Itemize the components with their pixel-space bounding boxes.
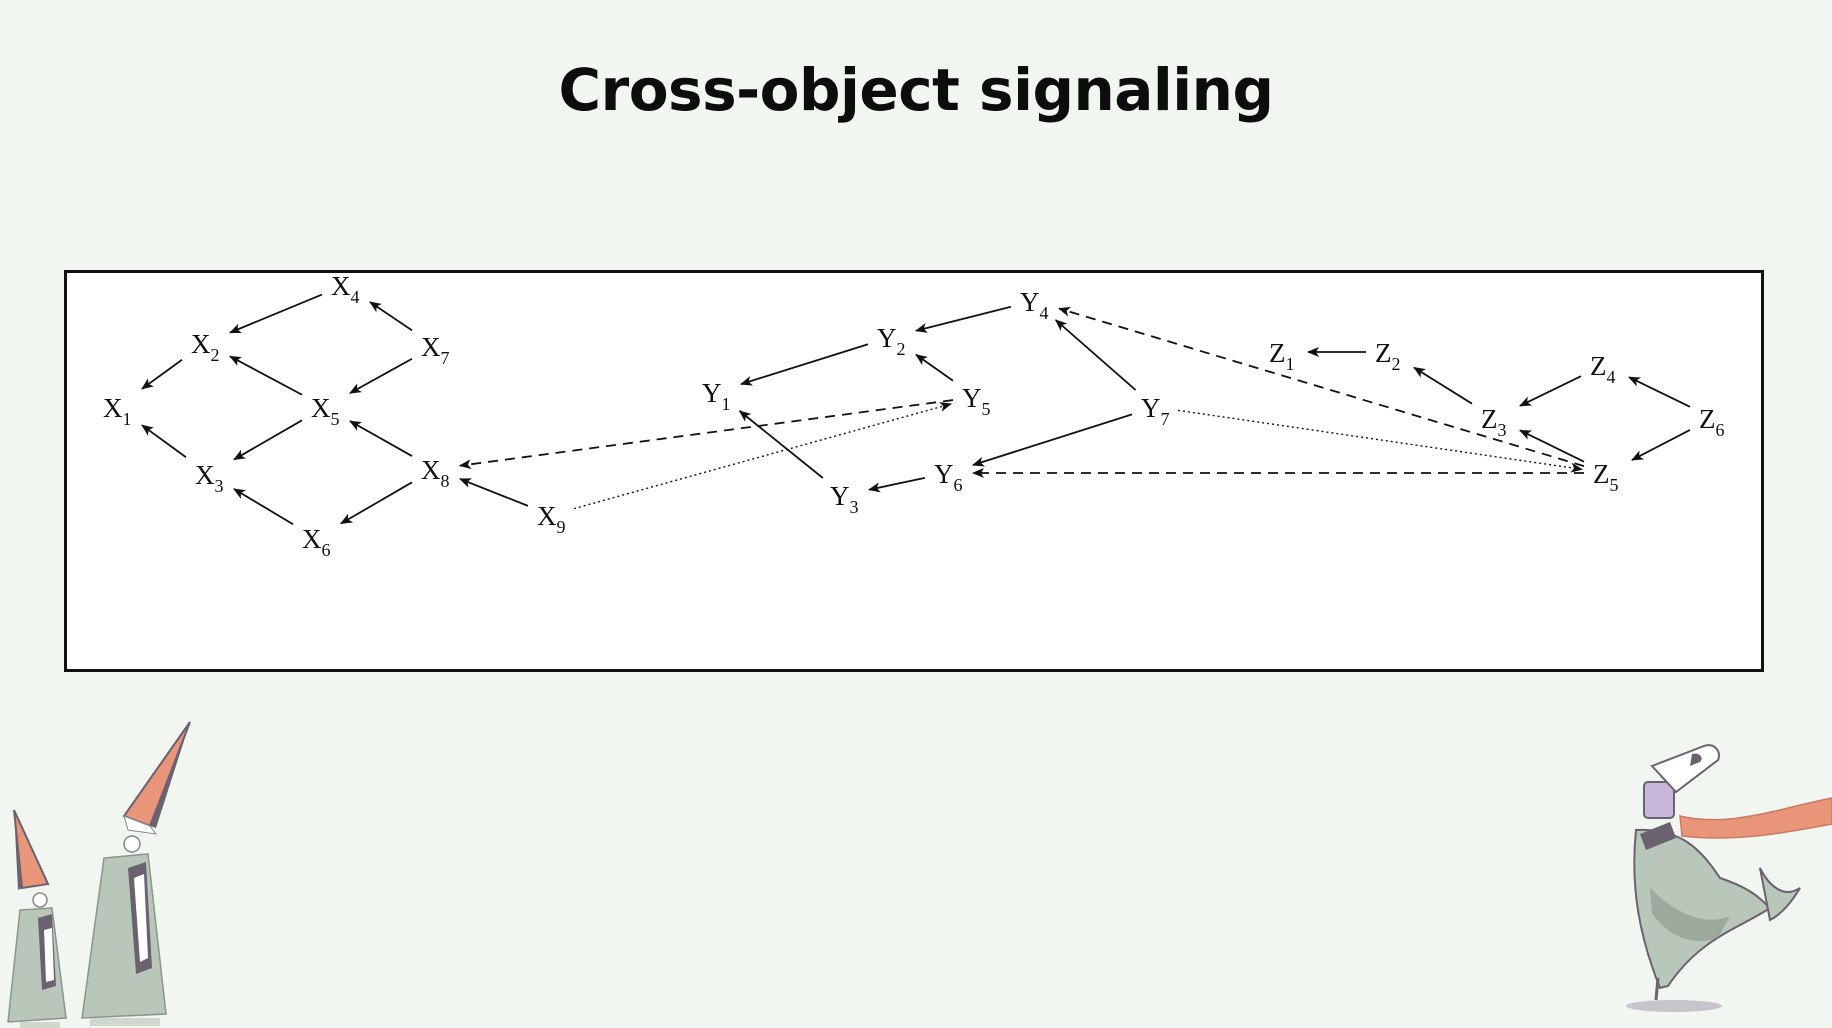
edge-y4-y2 <box>915 305 1012 333</box>
node-z1: Z1 <box>1269 338 1295 374</box>
edge-x2-x1 <box>141 358 183 390</box>
dancing-figure-illustration <box>1626 744 1832 1012</box>
node-z4: Z4 <box>1590 351 1616 387</box>
node-x2: X2 <box>191 329 220 365</box>
node-x8: X8 <box>421 455 450 491</box>
edge-x5-x3 <box>233 419 303 461</box>
edge-x9-y5 <box>573 402 952 510</box>
edge-y7-y6 <box>972 413 1133 467</box>
edge-x3-x1 <box>141 424 187 458</box>
node-z6: Z6 <box>1699 404 1725 440</box>
edge-y7-y4 <box>1054 319 1137 391</box>
edge-x8-x5 <box>349 420 413 457</box>
edge-z6-z5 <box>1631 429 1691 461</box>
node-y1: Y1 <box>702 378 731 414</box>
node-x3: X3 <box>195 460 224 496</box>
edge-y2-y1 <box>740 343 869 386</box>
edge-z5-z3 <box>1519 429 1585 463</box>
edge-z4-z3 <box>1519 375 1582 407</box>
edge-x8-x6 <box>340 481 413 525</box>
edge-y5-y2 <box>915 353 954 382</box>
wizard-figures-illustration <box>7 721 191 1028</box>
edge-y3-y1 <box>738 410 824 479</box>
node-y5: Y5 <box>962 383 991 419</box>
node-x6: X6 <box>302 524 331 560</box>
edge-x9-x8 <box>459 478 529 507</box>
edge-x7-x4 <box>369 301 413 332</box>
edge-x6-x3 <box>233 488 294 526</box>
edge-z6-z4 <box>1628 376 1691 408</box>
node-y6: Y6 <box>934 459 963 495</box>
edge-z3-z2 <box>1413 366 1473 405</box>
edge-x5-x2 <box>229 355 303 396</box>
node-z2: Z2 <box>1375 338 1401 374</box>
edge-x7-x5 <box>349 357 413 394</box>
node-x7: X7 <box>421 332 450 368</box>
edge-y7-z5 <box>1177 409 1583 473</box>
node-x4: X4 <box>331 273 360 307</box>
node-y3: Y3 <box>830 481 859 517</box>
node-x5: X5 <box>311 393 340 429</box>
node-y4: Y4 <box>1020 287 1049 323</box>
node-x9: X9 <box>537 501 566 537</box>
node-x1: X1 <box>103 393 132 429</box>
node-z5: Z5 <box>1593 459 1619 495</box>
edge-y5-x8 <box>459 399 954 470</box>
edges-layer <box>141 293 1691 526</box>
node-y7: Y7 <box>1141 393 1170 429</box>
slide-title: Cross-object signaling <box>558 56 1274 124</box>
node-z3: Z3 <box>1481 404 1507 440</box>
node-y2: Y2 <box>877 323 906 359</box>
edge-y3-y6 <box>868 476 926 493</box>
edge-z5-y4 <box>1058 306 1585 467</box>
edge-x4-x2 <box>229 293 323 334</box>
